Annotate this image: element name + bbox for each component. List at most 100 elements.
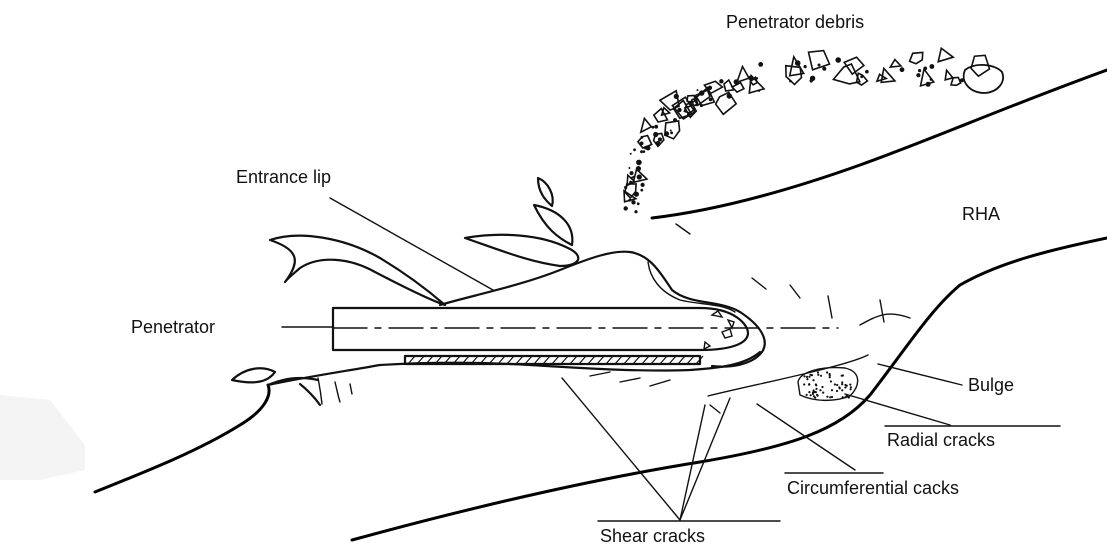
hatch-line bbox=[579, 356, 586, 364]
debris-particle bbox=[695, 104, 697, 106]
debris-particle bbox=[916, 73, 920, 77]
stipple-dot bbox=[817, 374, 819, 376]
stipple-dot bbox=[826, 396, 828, 398]
debris-particle bbox=[637, 174, 642, 179]
stipple-dot bbox=[844, 396, 846, 398]
crack-5 bbox=[880, 300, 884, 322]
debris-fragment bbox=[724, 80, 734, 91]
stipple-dot bbox=[806, 378, 808, 380]
hatch-line bbox=[642, 356, 649, 364]
hatch-line bbox=[633, 356, 640, 364]
debris-fragment bbox=[910, 52, 923, 63]
leader-entrance-lip bbox=[330, 198, 493, 290]
hatch-line bbox=[678, 356, 685, 364]
debris-particle bbox=[865, 70, 869, 74]
debris-fragment bbox=[716, 92, 737, 114]
stipple-dot bbox=[814, 397, 816, 399]
stipple-dot bbox=[806, 394, 808, 396]
lower-lip-flap bbox=[268, 378, 320, 405]
leader-radial-cracks bbox=[845, 394, 950, 425]
hatch-line bbox=[669, 356, 676, 364]
debris-fragment bbox=[697, 88, 715, 106]
debris-particle bbox=[624, 206, 628, 210]
stipple-dot bbox=[844, 386, 846, 388]
debris-fragment bbox=[654, 109, 668, 123]
hatch-line bbox=[615, 356, 622, 364]
petal-top-spike bbox=[538, 178, 553, 206]
debris-fragment bbox=[638, 136, 652, 149]
hatch-line bbox=[597, 356, 604, 364]
stipple-dot bbox=[803, 383, 805, 385]
stipple-dot bbox=[815, 383, 817, 385]
debris-particle bbox=[810, 76, 815, 81]
debris-particle bbox=[674, 94, 679, 99]
stipple-dot bbox=[830, 380, 832, 382]
debris-particle bbox=[835, 57, 841, 63]
stipple-dot bbox=[842, 374, 844, 376]
debris-particle bbox=[804, 65, 807, 68]
hatch-line bbox=[534, 356, 541, 364]
debris-fragment bbox=[921, 69, 934, 86]
stipple-dot bbox=[846, 385, 848, 387]
debris-particle bbox=[758, 62, 763, 67]
crack-11 bbox=[318, 378, 322, 404]
stipple-dot bbox=[841, 389, 843, 391]
debris-particle bbox=[644, 146, 648, 150]
hatch-line bbox=[660, 356, 667, 364]
hatch-line bbox=[507, 356, 514, 364]
stipple-dot bbox=[810, 394, 812, 396]
stipple-dot bbox=[829, 374, 831, 376]
debris-particle bbox=[918, 69, 921, 72]
stipple-dot bbox=[842, 396, 844, 398]
debris-particle bbox=[640, 142, 644, 146]
crack-4 bbox=[860, 314, 910, 325]
stipple-dot bbox=[834, 383, 836, 385]
stipple-dot bbox=[848, 396, 850, 398]
stipple-dot bbox=[850, 386, 852, 388]
debris-particle bbox=[758, 90, 760, 92]
hatch-line bbox=[651, 356, 658, 364]
stipple-dot bbox=[819, 389, 821, 391]
crack-3 bbox=[828, 296, 832, 318]
label-penetrator-debris: Penetrator debris bbox=[726, 12, 864, 32]
debris-particle bbox=[734, 79, 739, 84]
debris-fragment bbox=[938, 48, 953, 62]
debris-fragment bbox=[890, 60, 901, 68]
debris-particle bbox=[756, 77, 758, 79]
debris-chunk bbox=[964, 65, 1003, 93]
stipple-dot bbox=[812, 391, 814, 393]
penetrator-tip-debris bbox=[704, 311, 734, 349]
stipple-dot bbox=[817, 371, 819, 373]
debris-fragment bbox=[881, 68, 895, 82]
debris-particle bbox=[636, 166, 641, 171]
leader-bulge bbox=[878, 364, 962, 385]
label-shear-cracks: Shear cracks bbox=[600, 526, 705, 546]
debris-particle bbox=[670, 132, 673, 135]
petal-lower-left bbox=[232, 368, 275, 382]
debris-particle bbox=[900, 67, 905, 72]
crack-8 bbox=[590, 372, 610, 376]
penetrator-rod bbox=[333, 308, 838, 350]
debris-fragment bbox=[641, 118, 652, 132]
hatch-line bbox=[570, 356, 577, 364]
crack-12 bbox=[335, 382, 340, 402]
stipple-dot bbox=[803, 375, 805, 377]
plate-top-surface bbox=[652, 70, 1107, 218]
debris-particle bbox=[719, 79, 723, 83]
debris-particle bbox=[628, 199, 631, 202]
stipple-dot bbox=[822, 392, 824, 394]
leader-circumferential bbox=[757, 404, 855, 470]
stipple-dot bbox=[841, 383, 843, 385]
stipple-dot bbox=[831, 389, 833, 391]
petal-upper-left bbox=[270, 236, 445, 305]
label-bulge: Bulge bbox=[968, 375, 1014, 395]
debris-particle bbox=[641, 183, 645, 187]
label-radial-cracks: Radial cracks bbox=[887, 430, 995, 450]
stipple-dot bbox=[836, 384, 838, 386]
crack-10 bbox=[650, 380, 670, 386]
stipple-dot bbox=[812, 379, 814, 381]
debris-particle bbox=[930, 78, 933, 81]
plate-front-surface bbox=[95, 385, 269, 492]
stipple-dot bbox=[849, 384, 851, 386]
